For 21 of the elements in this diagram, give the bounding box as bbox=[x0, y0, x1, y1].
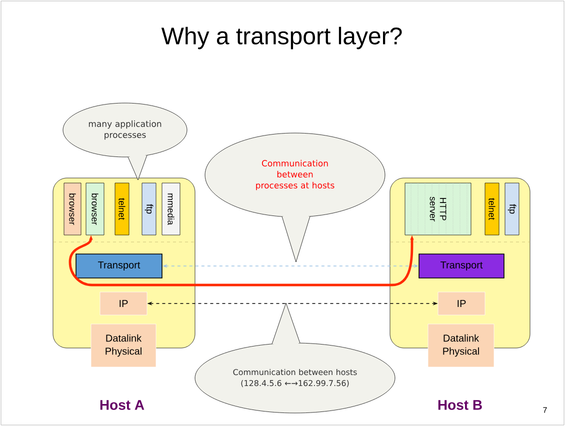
transport-box: Transport bbox=[418, 254, 504, 278]
process-box: browser bbox=[86, 182, 104, 236]
speech-bubble: Communication between processes at hosts bbox=[204, 132, 386, 262]
process-box: ftp bbox=[142, 182, 156, 236]
transport-box: Transport bbox=[76, 254, 162, 278]
host-label: Host A bbox=[100, 400, 144, 410]
title: Why a transport layer? bbox=[161, 26, 402, 50]
speech-bubble: many application processes bbox=[62, 102, 188, 180]
layer-box: IP bbox=[100, 292, 148, 316]
process-box: mmedia bbox=[162, 182, 180, 236]
layer-box: Datalink Physical bbox=[90, 324, 156, 368]
page-number: 7 bbox=[543, 407, 547, 413]
layer-box: Datalink Physical bbox=[428, 324, 494, 368]
process-box: browser bbox=[64, 182, 82, 236]
host-label: Host B bbox=[438, 400, 482, 410]
layer-box: IP bbox=[438, 292, 486, 316]
process-box: telnet bbox=[484, 182, 500, 236]
process-box: HTTP server bbox=[404, 182, 472, 236]
process-box: ftp bbox=[504, 182, 520, 236]
speech-bubble: Communication between hosts (128.4.5.6 ←→162.99.7.56) bbox=[194, 302, 396, 414]
process-box: telnet bbox=[114, 182, 130, 236]
